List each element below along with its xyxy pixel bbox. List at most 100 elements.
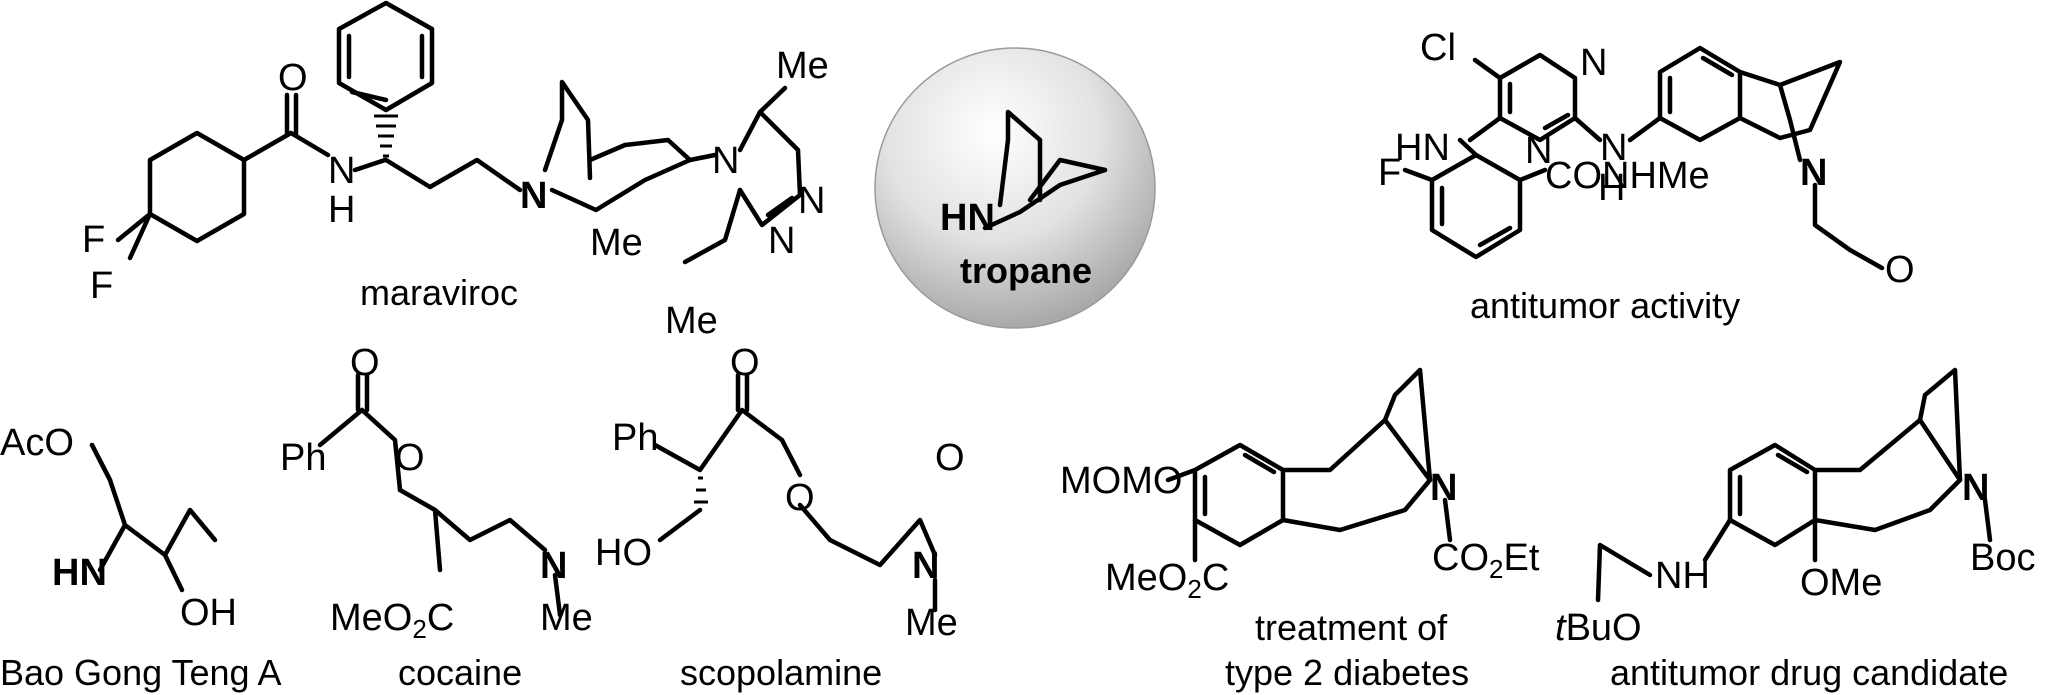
atom-ph: Ph [280,437,326,479]
cocaine-ester [317,407,403,493]
triazole-ring [737,109,803,228]
phenyl-double-3 [349,89,389,103]
scopolamine-structure: Ph O O HO O N Me scopolamine [595,342,965,693]
drug-boc-bond [1982,497,1993,543]
caption-maraviroc: maraviroc [360,272,518,313]
tropane-triazole-bond [687,152,718,163]
caption-treatment-of: treatment of [1255,607,1448,648]
atom-o: O [730,342,760,384]
bgt-oh-bond [162,552,185,593]
fluorobenzamide-ring [1429,152,1523,260]
propyl-chain [383,157,523,193]
scop-chain [652,407,803,478]
atom-conhme: CONHMe [1545,155,1710,197]
atom-boc: Boc [1970,537,2035,579]
cl-bond [1472,57,1503,81]
atom-me: Me [776,45,829,87]
drug-bridge [1917,367,1963,483]
baogongteng-structure: AcO HN OH Bao Gong Teng A [0,422,282,693]
isopropyl [682,187,743,265]
atom-cl: Cl [1420,27,1456,69]
atom-n: N [768,220,795,262]
atom-tbuo: tBuO [1555,607,1642,649]
caption-cocaine: cocaine [398,652,522,693]
triazole-me-bond [757,85,788,115]
atom-hn: HN [1395,127,1450,169]
diabetes-structure: MOMO N MeO2C CO2Et treatment of type 2 d… [1060,367,1540,693]
bgt-hn-bond [97,522,128,573]
benzo-double-2 [1700,55,1735,78]
atom-co2et: CO2Et [1432,537,1540,584]
atom-f: F [90,265,113,307]
atom-meo2c: MeO2C [1105,557,1229,604]
antitumor-structure [1402,45,1885,271]
atom-hn-bold: HN [940,197,995,239]
pyrimidine-double-2 [1542,112,1571,131]
atom-n: N [712,140,739,182]
nh-link-1 [1467,115,1503,143]
diab-double-2 [1242,452,1277,475]
caption-antitumor-activity: antitumor activity [1470,285,1740,326]
atom-nh: NH [1655,555,1710,597]
atom-n-bold: N [912,545,939,587]
caption-type-2-diabetes: type 2 diabetes [1225,652,1469,693]
cf2-bond-f1 [115,211,153,243]
phenyl-ring [336,0,435,113]
atom-oh: OH [180,592,237,634]
antitumor-labels: Cl N N HN N H F CONHMe N O antitumor act… [1378,27,1915,326]
maraviroc-structure [115,0,803,265]
atom-aco: AcO [0,422,74,464]
atom-f: F [1378,152,1401,194]
benzo-tropane-ring [1737,59,1843,141]
tropane-sphere: HN tropane [874,47,1156,329]
atom-ho: HO [595,532,652,574]
scop-hash-bond [694,476,708,504]
atom-meo2c: MeO2C [330,597,454,644]
drug-double-2 [1775,452,1810,475]
cocaine-bicycle [397,487,548,553]
cocaine-nme [552,572,563,618]
sphere-shape [874,47,1156,329]
maraviroc-labels: F F O N H N N N N Me Me Me maraviroc [82,45,829,342]
atom-h: H [328,189,355,231]
conhme-bond [1517,167,1548,183]
stereo-hash-bond [374,114,398,158]
atom-o: O [395,437,425,479]
atom-n: N [1525,130,1552,172]
caption-antitumor-drug-candidate: antitumor drug candidate [1610,652,2008,693]
atom-n: N [798,180,825,222]
maraviroc-tropane-bridge [542,79,593,181]
nh-link-3 [1627,115,1663,143]
diab-bridge [1382,367,1433,483]
f-bond [1402,167,1435,183]
cf2-bond-f2 [127,211,153,261]
amide-cn-bond [288,130,331,158]
drug-candidate-structure: N Boc OMe NH tBuO antitumor drug candida… [1555,367,2035,693]
atom-o: O [1885,249,1915,291]
hn-ring-bond [1457,137,1479,158]
amide-c-bond [241,130,294,163]
drug-benzo-ring [1727,442,1818,548]
triazole-double [765,195,795,218]
diab-co2et-bond [1442,497,1453,543]
caption-bao-gong-teng-a: Bao Gong Teng A [0,652,282,693]
nh-link-2 [1572,115,1603,143]
bgt-aco-bond [89,442,113,483]
nh-chiral-bond [352,157,388,173]
atom-me: Me [665,300,718,342]
methoxyethyl-chain [1812,182,1885,271]
diab-tropane [1280,417,1433,533]
atom-n-bold: N [1962,467,1989,509]
caption-scopolamine: scopolamine [680,652,882,693]
tropane-bridge [997,109,1043,208]
atom-me: Me [540,597,593,639]
atom-h: H [1598,167,1625,209]
atom-ph: Ph [612,417,658,459]
atom-o: O [278,57,308,99]
diabetes-benzo-ring [1192,442,1286,548]
atom-o: O [935,437,965,479]
atom-me: Me [905,602,958,644]
center-label-tropane: tropane [960,250,1092,291]
benzo-tropane-bridge [1777,82,1803,163]
